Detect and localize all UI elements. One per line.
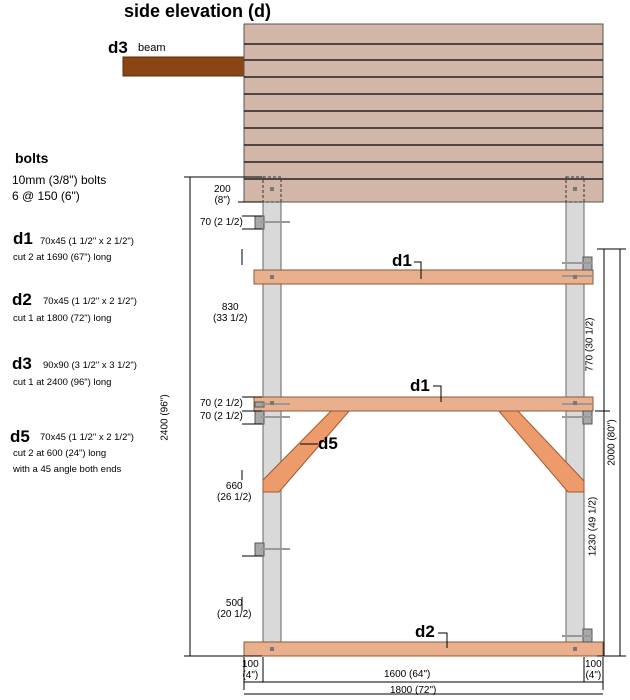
part-d3-size: 90x90 (3 1/2" x 3 1/2") (43, 360, 137, 371)
callout-d2: d2 (415, 622, 435, 641)
callout-d1-lower: d1 (410, 376, 430, 395)
page-title: side elevation (d) (124, 1, 272, 21)
dim-70-mid-a: 70 (2 1/2) (200, 398, 243, 409)
beam-d3 (122, 56, 248, 77)
dim-100-left: 100(4") (242, 659, 259, 681)
bolts-heading: bolts (15, 150, 49, 166)
part-d5-size: 70x45 (1 1/2" x 2 1/2") (40, 432, 134, 443)
dimension-lines (184, 176, 626, 695)
part-d3-code: d3 (12, 354, 32, 373)
deck-boards (243, 23, 604, 203)
dim-100-right: 100(4") (585, 659, 602, 681)
bolt-shafts (261, 221, 592, 637)
callout-d1-upper: d1 (392, 251, 412, 270)
part-d2-size: 70x45 (1 1/2" x 2 1/2") (43, 296, 137, 307)
dim-200: 200(8") (214, 184, 231, 206)
dim-2400: 2400 (96") (159, 394, 171, 441)
deck-board-lines (244, 43, 603, 180)
dim-1230: 1230 (49 1/2) (587, 496, 599, 557)
dim-830: 830(33 1/2) (213, 302, 248, 324)
rail-d1-upper (253, 269, 594, 285)
dim-1600: 1600 (64") (384, 669, 431, 680)
dim-2000: 2000 (80") (606, 419, 618, 466)
part-d5-code: d5 (10, 427, 30, 446)
dim-500: 500(20 1/2) (217, 598, 252, 620)
post-right-hidden (565, 176, 585, 203)
bolt-dots (270, 187, 577, 651)
part-d2-cut: cut 1 at 1800 (72") long (13, 313, 112, 324)
rail-d1-lower (253, 396, 594, 412)
dim-70-top: 70 (2 1/2) (200, 217, 243, 228)
rail-d2-bottom (243, 641, 604, 657)
dim-660: 660(26 1/2) (217, 481, 252, 503)
part-d1-size: 70x45 (1 1/2" x 2 1/2") (40, 236, 134, 247)
dim-1800: 1800 (72") (390, 685, 437, 696)
part-d5-extra: with a 45 angle both ends (13, 464, 122, 475)
bolts-line-1: 10mm (3/8") bolts (12, 173, 107, 187)
callout-d5: d5 (318, 434, 338, 453)
part-d1-cut: cut 2 at 1690 (67") long (13, 252, 112, 263)
bolts-line-2: 6 @ 150 (6") (12, 189, 80, 203)
part-d5-cut: cut 2 at 600 (24") long (13, 448, 107, 459)
dim-770: 770 (30 1/2) (584, 317, 596, 372)
post-left-hidden (262, 176, 282, 203)
part-d3-cut: cut 1 at 2400 (96") long (13, 377, 112, 388)
beam-text-label: beam (138, 42, 166, 54)
part-d2-code: d2 (12, 290, 32, 309)
part-d1-code: d1 (13, 229, 33, 248)
callout-leaders (300, 261, 448, 648)
dim-70-mid-b: 70 (2 1/2) (200, 411, 243, 422)
beam-code-label: d3 (108, 38, 128, 57)
